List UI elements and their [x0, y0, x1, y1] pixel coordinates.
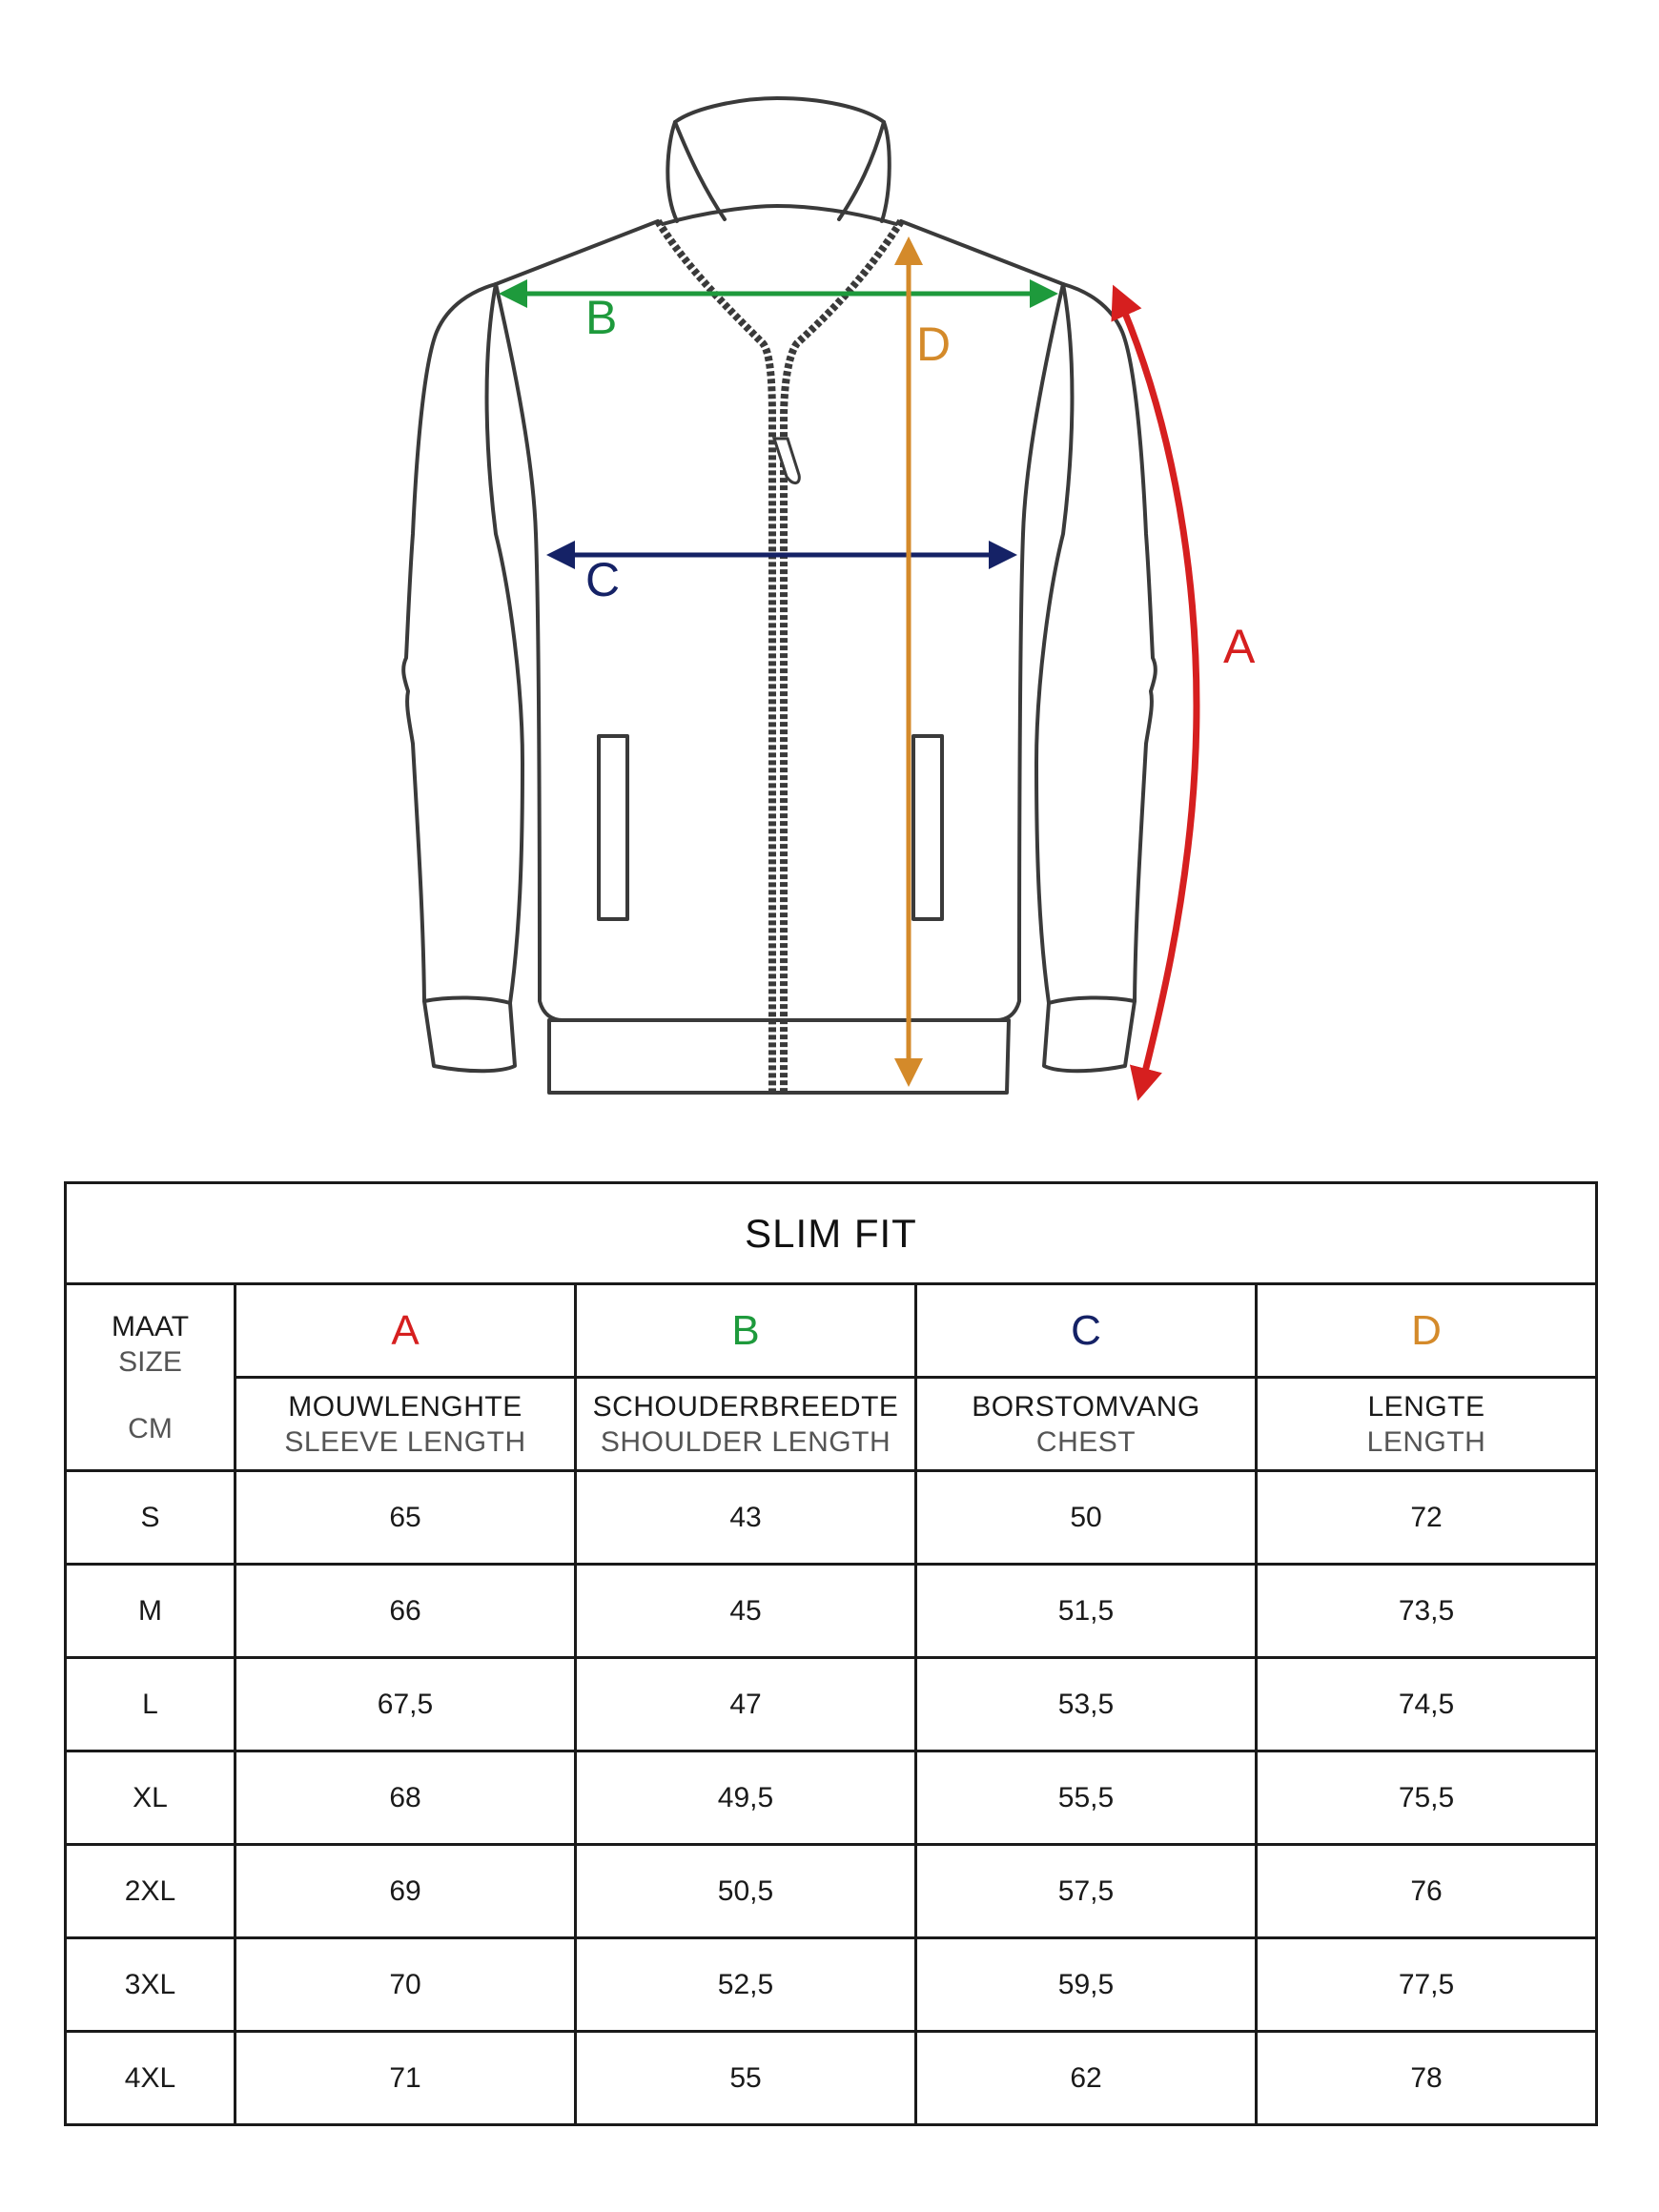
table-row: S 65 43 50 72 — [64, 1469, 1599, 1566]
value-cell: 71 — [234, 2030, 577, 2126]
value-cell: 70 — [234, 1936, 577, 2033]
table-row: 3XL 70 52,5 59,5 77,5 — [64, 1936, 1599, 2033]
value-cell: 74,5 — [1254, 1656, 1599, 1752]
size-cell: L — [64, 1656, 236, 1752]
collar-inner — [661, 204, 898, 226]
value-cell: 73,5 — [1254, 1563, 1599, 1659]
column-a-en: SLEEVE LENGTH — [284, 1425, 526, 1458]
right-cuff — [1042, 995, 1137, 1074]
left-cuff — [422, 995, 517, 1074]
size-header-nl: MAAT — [111, 1310, 190, 1342]
column-desc-c: BORSTOMVANG CHEST — [914, 1376, 1258, 1472]
column-desc-d: LENGTE LENGTH — [1254, 1376, 1599, 1472]
left-pocket — [597, 734, 629, 921]
value-cell: 66 — [234, 1563, 577, 1659]
hem — [547, 1018, 1011, 1095]
column-desc-b: SCHOUDERBREEDTE SHOULDER LENGTH — [574, 1376, 917, 1472]
size-cell: 2XL — [64, 1843, 236, 1939]
value-cell: 53,5 — [914, 1656, 1258, 1752]
left-shoulder — [401, 219, 660, 1003]
value-cell: 75,5 — [1254, 1750, 1599, 1846]
label-b: B — [585, 291, 617, 344]
size-cell: 4XL — [64, 2030, 236, 2126]
right-pocket — [911, 734, 944, 921]
description-row: MOUWLENGHTE SLEEVE LENGTH SCHOUDERBREEDT… — [66, 1376, 1599, 1472]
column-b-nl: SCHOUDERBREEDTE — [592, 1390, 899, 1423]
table-row: XL 68 49,5 55,5 75,5 — [64, 1750, 1599, 1846]
zipper-pull — [771, 437, 801, 484]
label-c: C — [585, 553, 620, 606]
value-cell: 76 — [1254, 1843, 1599, 1939]
zipper — [654, 218, 905, 1093]
size-table: SLIM FIT MAAT SIZE CM A B C D MOUWLENGHT… — [63, 1181, 1599, 2126]
value-cell: 55 — [574, 2030, 917, 2126]
collar — [666, 96, 891, 223]
value-cell: 69 — [234, 1843, 577, 1939]
measure-a-arrow — [1111, 284, 1200, 1101]
table-row: L 67,5 47 53,5 74,5 — [64, 1656, 1599, 1752]
table-row: 2XL 69 50,5 57,5 76 — [64, 1843, 1599, 1939]
value-cell: 47 — [574, 1656, 917, 1752]
value-cell: 43 — [574, 1469, 917, 1566]
jacket-diagram: B C D A — [401, 96, 1256, 1101]
jacket-outline — [401, 96, 1157, 1095]
column-letter-a: A — [234, 1282, 577, 1379]
size-header-en: SIZE — [118, 1345, 182, 1378]
column-b-en: SHOULDER LENGTH — [600, 1425, 891, 1458]
value-cell: 52,5 — [574, 1936, 917, 2033]
label-a: A — [1223, 620, 1256, 673]
value-cell: 49,5 — [574, 1750, 917, 1846]
column-letter-b: B — [574, 1282, 917, 1379]
table-row: M 66 45 51,5 73,5 — [64, 1563, 1599, 1659]
letter-row: MAAT SIZE CM A B C D — [64, 1282, 1599, 1472]
column-d-en: LENGTH — [1366, 1425, 1486, 1458]
size-cell: M — [64, 1563, 236, 1659]
column-letter-c: C — [914, 1282, 1258, 1379]
column-desc-a: MOUWLENGHTE SLEEVE LENGTH — [234, 1376, 577, 1472]
value-cell: 55,5 — [914, 1750, 1258, 1846]
value-cell: 62 — [914, 2030, 1258, 2126]
value-cell: 57,5 — [914, 1843, 1258, 1939]
size-header-cell: MAAT SIZE CM — [64, 1282, 236, 1472]
table-title-row: SLIM FIT — [63, 1181, 1599, 1285]
table-title: SLIM FIT — [63, 1181, 1599, 1285]
column-a-nl: MOUWLENGHTE — [288, 1390, 522, 1423]
column-c-nl: BORSTOMVANG — [972, 1390, 1200, 1423]
size-cell: S — [64, 1469, 236, 1566]
value-cell: 45 — [574, 1563, 917, 1659]
size-cell: 3XL — [64, 1936, 236, 2033]
value-cell: 78 — [1254, 2030, 1599, 2126]
value-cell: 59,5 — [914, 1936, 1258, 2033]
value-cell: 72 — [1254, 1469, 1599, 1566]
size-cell: XL — [64, 1750, 236, 1846]
size-header-unit: CM — [128, 1412, 173, 1444]
value-cell: 65 — [234, 1469, 577, 1566]
column-d-nl: LENGTE — [1367, 1390, 1485, 1423]
value-cell: 68 — [234, 1750, 577, 1846]
column-c-en: CHEST — [1035, 1425, 1137, 1458]
value-cell: 77,5 — [1254, 1936, 1599, 2033]
column-letter-d: D — [1254, 1282, 1599, 1379]
value-cell: 51,5 — [914, 1563, 1258, 1659]
table-row: 4XL 71 55 62 78 — [64, 2030, 1599, 2126]
label-d: D — [916, 317, 951, 371]
value-cell: 67,5 — [234, 1656, 577, 1752]
value-cell: 50,5 — [574, 1843, 917, 1939]
value-cell: 50 — [914, 1469, 1258, 1566]
